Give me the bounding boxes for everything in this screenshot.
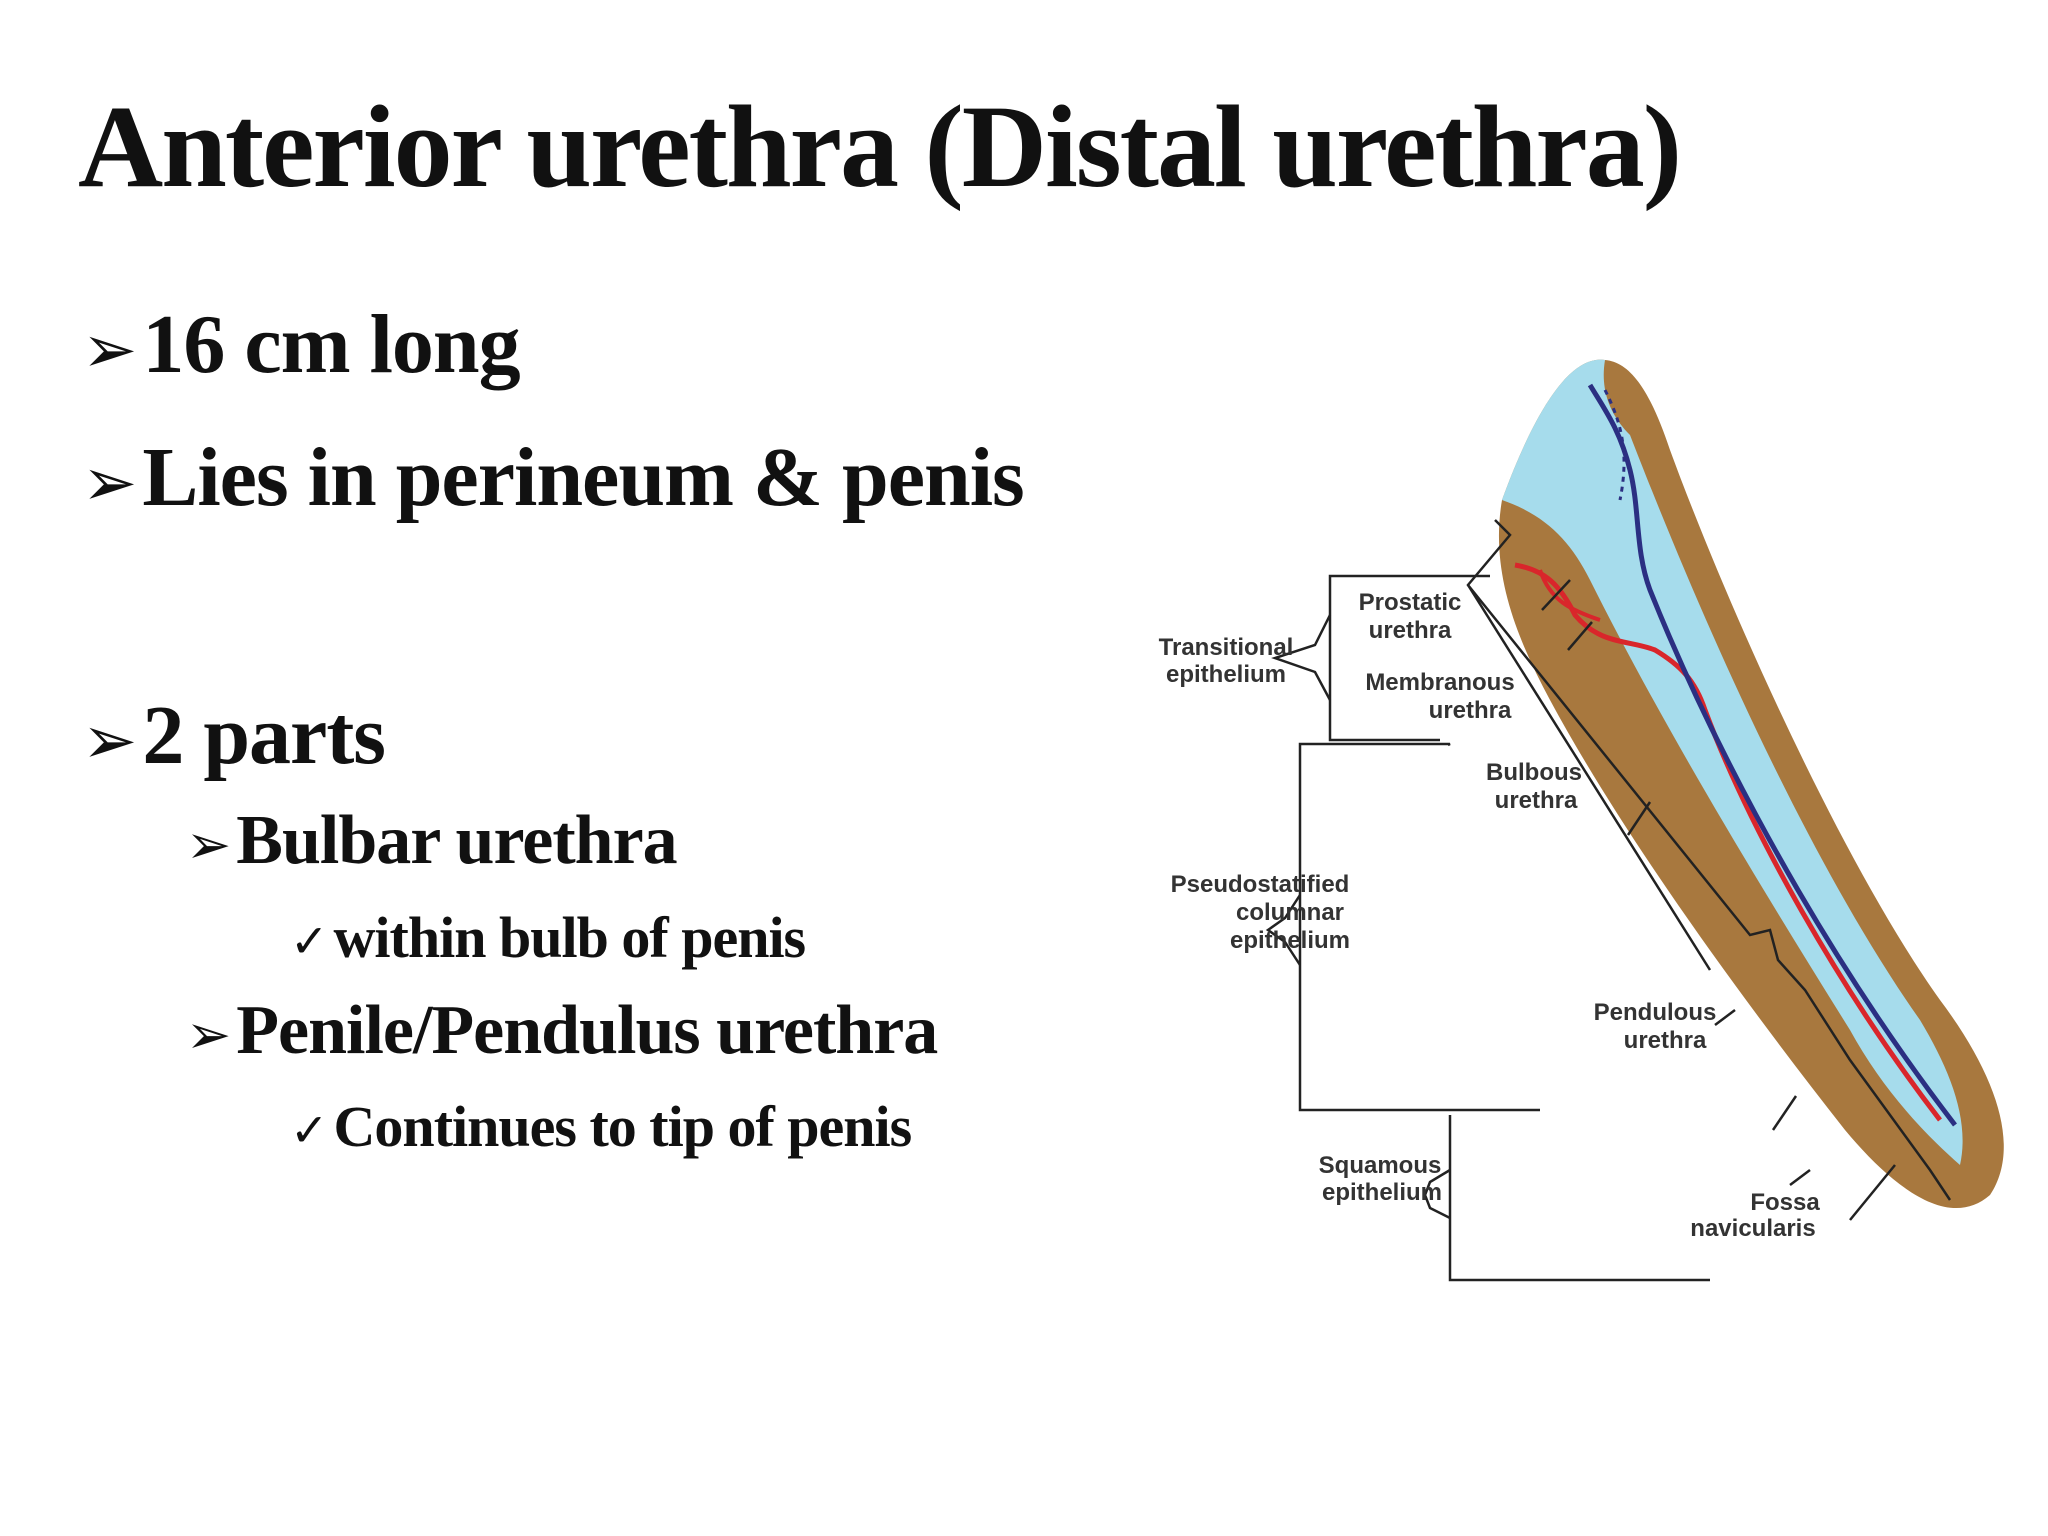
arrowhead-icon: ➢	[82, 444, 137, 521]
arrowhead-icon: ➢	[82, 311, 137, 388]
checkmark-icon: ✓	[290, 1103, 329, 1157]
label-fossa-navicularis: Fossa	[1750, 1189, 1820, 1216]
bullet-penile-urethra: ➢Penile/Pendulus urethra	[186, 996, 938, 1066]
arrowhead-icon: ➢	[186, 1003, 231, 1066]
bullet-bulbar-urethra: ➢Bulbar urethra	[186, 806, 678, 876]
slide-title: Anterior urethra (Distal urethra)	[78, 81, 1682, 212]
bullet-text: Penile/Pendulus urethra	[236, 992, 938, 1069]
label-membranous-urethra: urethra	[1429, 697, 1512, 724]
checkmark-icon: ✓	[290, 914, 329, 968]
bullet-length: ➢16 cm long	[82, 303, 521, 388]
arrowhead-icon: ➢	[186, 813, 231, 876]
label-prostatic-urethra: Prostatic	[1359, 589, 1462, 616]
label-bulbous-urethra: Bulbous	[1486, 759, 1582, 786]
urethra-lumen	[1502, 359, 1963, 1165]
label-pseudostratified: epithelium	[1230, 927, 1350, 954]
label-bulbous-urethra: urethra	[1495, 787, 1578, 814]
label-pendulous-urethra: Pendulous	[1594, 999, 1717, 1026]
bullet-text: Continues to tip of penis	[333, 1094, 913, 1159]
label-pendulous-urethra: urethra	[1624, 1027, 1707, 1054]
label-squamous: epithelium	[1322, 1179, 1442, 1206]
bullet-location: ➢Lies in perineum & penis	[82, 436, 1025, 521]
bullet-parts: ➢2 parts	[82, 694, 386, 779]
label-pseudostratified: Pseudostatified	[1171, 871, 1350, 898]
bullet-text: Bulbar urethra	[236, 802, 677, 879]
bullet-text: within bulb of penis	[333, 905, 807, 970]
urethra-diagram: Transitional epithelium Prostatic urethr…	[1159, 359, 2004, 1282]
arrowhead-icon: ➢	[82, 702, 137, 779]
bullet-penile-detail: ✓Continues to tip of penis	[290, 1098, 912, 1157]
label-pseudostratified: columnar	[1236, 899, 1344, 926]
label-squamous: Squamous	[1319, 1152, 1442, 1179]
label-transitional: Transitional	[1159, 634, 1294, 661]
bracket-lines	[1265, 519, 1952, 1282]
label-fossa-navicularis: navicularis	[1690, 1215, 1815, 1242]
bullet-text: 2 parts	[142, 689, 386, 782]
bullet-text: Lies in perineum & penis	[142, 431, 1024, 524]
bullet-bulbar-detail: ✓within bulb of penis	[290, 909, 806, 968]
artery-branch	[1538, 569, 1601, 622]
vein-branch	[1603, 389, 1626, 501]
label-transitional: epithelium	[1166, 661, 1286, 688]
bullet-text: 16 cm long	[142, 298, 520, 391]
vein-vessel	[1587, 383, 1957, 1127]
label-prostatic-urethra: urethra	[1369, 617, 1452, 644]
label-membranous-urethra: Membranous	[1365, 669, 1514, 696]
